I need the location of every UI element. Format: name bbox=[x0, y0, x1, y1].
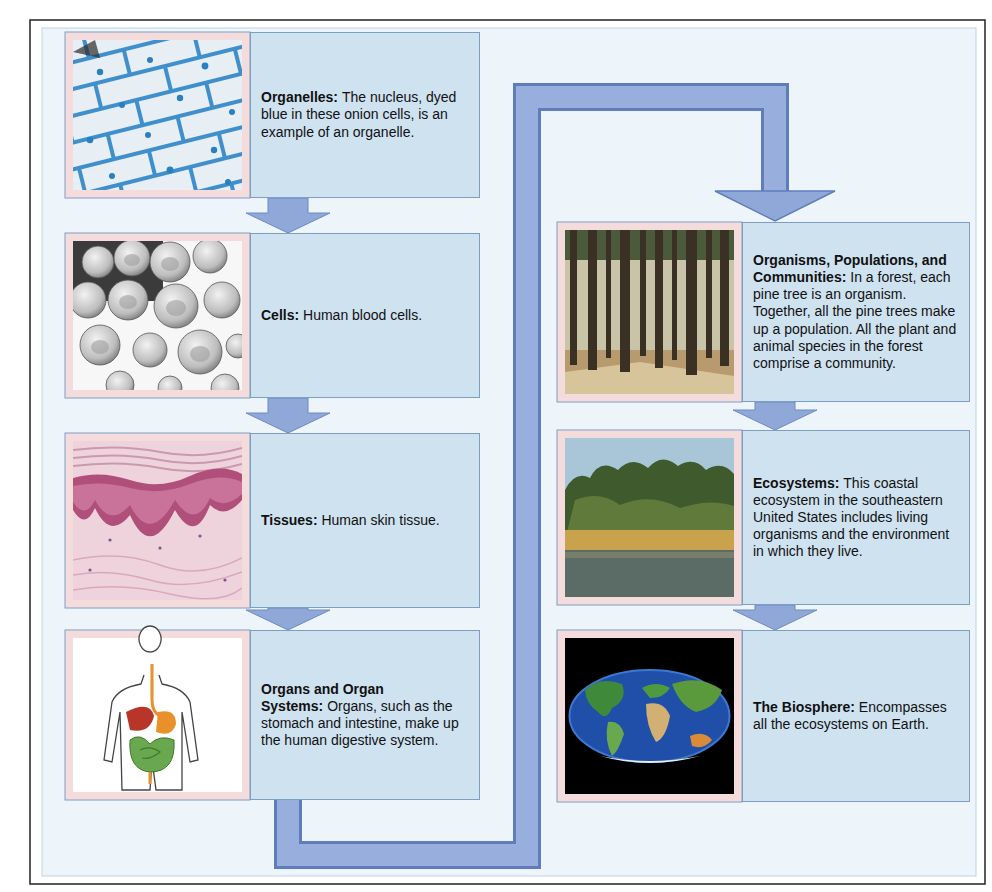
world-map-picture bbox=[557, 630, 742, 802]
forest-picture bbox=[557, 222, 742, 402]
level-heading: Tissues: bbox=[261, 512, 318, 528]
tissue-ground bbox=[73, 441, 242, 600]
level-description: Human blood cells. bbox=[303, 307, 422, 323]
picture-frame bbox=[65, 433, 250, 608]
australia bbox=[690, 734, 712, 747]
slide-ground bbox=[73, 40, 242, 190]
intestines bbox=[130, 737, 174, 772]
skin-tissue-picture bbox=[65, 433, 250, 608]
level-box: Tissues:Human skin tissue. bbox=[250, 433, 480, 608]
picture-frame bbox=[557, 630, 742, 802]
arrow-head bbox=[715, 191, 835, 221]
debris bbox=[73, 40, 100, 58]
picture-frame bbox=[65, 32, 250, 198]
esophagus bbox=[152, 664, 160, 716]
text-block: The Biosphere:Encompasses all the ecosys… bbox=[753, 699, 960, 733]
picture-frame bbox=[557, 430, 742, 605]
cell-dimples bbox=[91, 254, 210, 362]
level-box: Cells:Human blood cells. bbox=[250, 233, 480, 398]
text-block: Cells:Human blood cells. bbox=[261, 307, 470, 324]
level-box: Organisms, Populations, and Communities:… bbox=[742, 222, 970, 402]
text-block: Organisms, Populations, and Communities:… bbox=[753, 252, 960, 372]
level-arrow bbox=[733, 605, 817, 630]
outer-frame bbox=[30, 20, 985, 884]
forest-light bbox=[565, 230, 734, 394]
reflection bbox=[565, 552, 734, 558]
down-arrow bbox=[246, 198, 330, 233]
onion-cells-picture bbox=[65, 32, 250, 198]
down-arrow bbox=[733, 402, 817, 430]
nuclei bbox=[87, 57, 235, 185]
level-arrow bbox=[733, 402, 817, 430]
ocean bbox=[570, 670, 730, 762]
blood-cells bbox=[73, 241, 242, 390]
cell-walls bbox=[73, 40, 242, 190]
picture-ground bbox=[73, 638, 242, 792]
level-arrow bbox=[246, 198, 330, 233]
intestine-coils bbox=[140, 748, 160, 758]
down-arrow bbox=[733, 605, 817, 630]
marsh-grass bbox=[565, 530, 734, 550]
asia bbox=[672, 680, 722, 712]
level-arrow bbox=[246, 608, 330, 630]
rectum bbox=[149, 772, 152, 784]
level-box: Ecosystems:This coastal ecosystem in the… bbox=[742, 430, 970, 605]
level-box: Organs and Organ Systems:Organs, such as… bbox=[250, 630, 480, 800]
space-ground bbox=[565, 638, 734, 794]
europe bbox=[642, 684, 670, 698]
epidermis-band bbox=[73, 468, 242, 536]
outer-layers bbox=[73, 447, 242, 471]
tree-line bbox=[565, 459, 734, 540]
level-heading: The Biosphere: bbox=[753, 699, 855, 715]
level-heading: Cells: bbox=[261, 307, 299, 323]
dermis-fibres bbox=[73, 556, 242, 599]
level-heading: Ecosystems: bbox=[753, 475, 839, 491]
digestive-system-picture bbox=[65, 626, 250, 800]
background-panel bbox=[42, 28, 976, 876]
picture-frame bbox=[557, 222, 742, 402]
level-description: Human skin tissue. bbox=[321, 512, 439, 528]
epidermis-layer bbox=[73, 477, 242, 523]
pine-trunks bbox=[570, 230, 729, 375]
coastal-ecosystem-picture bbox=[557, 430, 742, 605]
stomach bbox=[156, 711, 176, 734]
liver bbox=[126, 707, 154, 731]
globe-rim bbox=[570, 670, 730, 762]
antarctica bbox=[600, 756, 700, 763]
level-box: Organelles:The nucleus, dyed blue in the… bbox=[250, 32, 480, 198]
body-outline bbox=[104, 626, 198, 790]
south-america bbox=[607, 722, 624, 756]
level-arrow bbox=[246, 398, 330, 433]
text-block: Organs and Organ Systems:Organs, such as… bbox=[261, 681, 470, 749]
down-arrow bbox=[246, 608, 330, 630]
text-block: Ecosystems:This coastal ecosystem in the… bbox=[753, 475, 960, 560]
africa bbox=[646, 703, 670, 742]
water bbox=[565, 550, 734, 597]
text-block: Tissues:Human skin tissue. bbox=[261, 512, 470, 529]
level-heading: Organelles: bbox=[261, 89, 338, 105]
picture-frame bbox=[65, 233, 250, 398]
down-arrow bbox=[246, 398, 330, 433]
blood-cells-picture bbox=[65, 233, 250, 402]
text-block: Organelles:The nucleus, dyed blue in the… bbox=[261, 89, 470, 140]
north-america bbox=[585, 681, 624, 716]
sky bbox=[565, 438, 734, 597]
level-box: The Biosphere:Encompasses all the ecosys… bbox=[742, 630, 970, 802]
cell-nuclei bbox=[88, 534, 226, 581]
